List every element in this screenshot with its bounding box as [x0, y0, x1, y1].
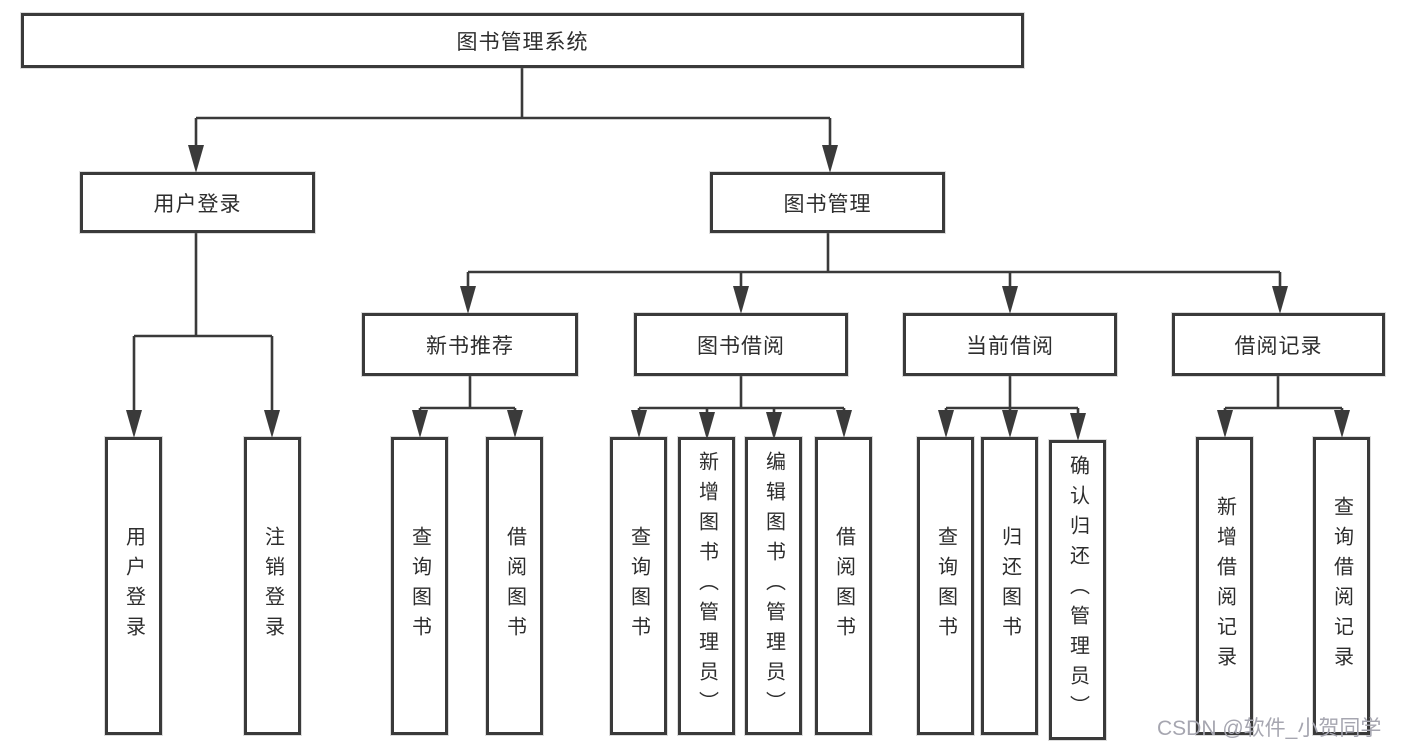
connector-book-borrow-to-leaves	[631, 376, 852, 440]
leaf-cb-confirm-return-admin-label: 确认归还（管理员）	[1066, 455, 1089, 725]
node-book-borrow: 图书借阅	[634, 313, 848, 376]
connector-root-to-level2	[188, 68, 838, 173]
leaf-br-query-record: 查询借阅记录	[1313, 437, 1370, 735]
leaf-br-add-record-label: 新增借阅记录	[1213, 496, 1236, 676]
node-borrow-records-label: 借阅记录	[1234, 334, 1323, 358]
leaf-bb-borrow-books: 借阅图书	[815, 437, 872, 735]
leaf-logout: 注销登录	[244, 437, 301, 735]
node-library-system-label: 图书管理系统	[456, 30, 589, 54]
leaf-cb-query-books: 查询图书	[917, 437, 974, 735]
leaf-bb-borrow-books-label: 借阅图书	[832, 526, 855, 646]
leaf-nb-query-books: 查询图书	[391, 437, 448, 735]
leaf-bb-add-books-admin: 新增图书（管理员）	[678, 437, 735, 735]
leaf-user-login: 用户登录	[105, 437, 162, 735]
node-book-management: 图书管理	[710, 172, 945, 233]
leaf-bb-edit-books-admin: 编辑图书（管理员）	[745, 437, 802, 735]
connector-book-management-to-level3	[460, 233, 1288, 314]
leaf-cb-return-books-label: 归还图书	[998, 526, 1021, 646]
node-new-book-recommend: 新书推荐	[362, 313, 578, 376]
leaf-bb-query-books: 查询图书	[610, 437, 667, 735]
node-borrow-records: 借阅记录	[1172, 313, 1385, 376]
node-user-login: 用户登录	[80, 172, 315, 233]
leaf-br-query-record-label: 查询借阅记录	[1330, 496, 1353, 676]
leaf-br-add-record: 新增借阅记录	[1196, 437, 1253, 735]
connector-user-login-to-leaves	[126, 233, 280, 438]
connector-new-book-recommend-to-leaves	[412, 376, 523, 438]
leaf-nb-borrow-books: 借阅图书	[486, 437, 543, 735]
node-current-borrow-label: 当前借阅	[966, 334, 1054, 358]
node-book-management-label: 图书管理	[783, 192, 872, 216]
leaf-logout-label: 注销登录	[261, 526, 284, 646]
connector-borrow-records-to-leaves	[1217, 376, 1350, 438]
leaf-nb-borrow-books-label: 借阅图书	[503, 526, 526, 646]
connector-current-borrow-to-leaves	[938, 376, 1086, 441]
node-user-login-label: 用户登录	[153, 192, 242, 216]
leaf-bb-add-books-admin-label: 新增图书（管理员）	[695, 451, 718, 721]
leaf-user-login-label: 用户登录	[122, 526, 145, 646]
leaf-nb-query-books-label: 查询图书	[408, 526, 431, 646]
node-book-borrow-label: 图书借阅	[697, 334, 785, 358]
leaf-bb-query-books-label: 查询图书	[627, 526, 650, 646]
node-new-book-recommend-label: 新书推荐	[426, 334, 514, 358]
node-current-borrow: 当前借阅	[903, 313, 1117, 376]
leaf-cb-return-books: 归还图书	[981, 437, 1038, 735]
leaf-cb-confirm-return-admin: 确认归还（管理员）	[1049, 440, 1106, 740]
csdn-watermark: CSDN @软件_小贺同学	[1157, 717, 1382, 740]
leaf-cb-query-books-label: 查询图书	[934, 526, 957, 646]
node-library-system: 图书管理系统	[21, 13, 1024, 68]
leaf-bb-edit-books-admin-label: 编辑图书（管理员）	[762, 451, 785, 721]
